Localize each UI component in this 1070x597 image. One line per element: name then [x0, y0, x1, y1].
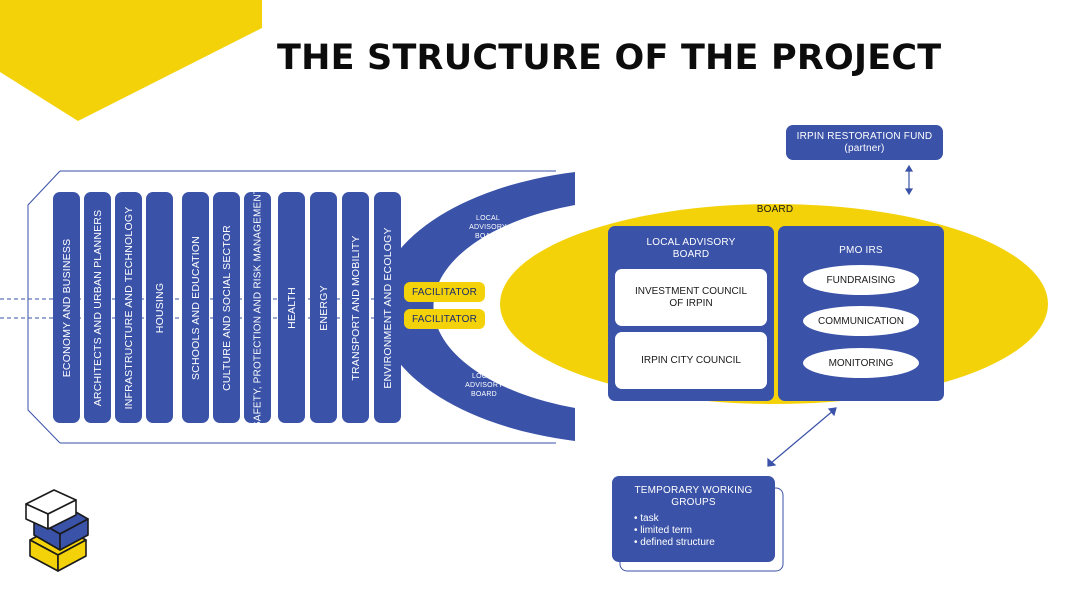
working-groups-properties: task limited term defined structure: [634, 513, 715, 549]
local-advisory-arc: [377, 172, 575, 441]
facilitator-badge-upper: FACILITATOR: [404, 282, 485, 302]
fund-name: IRPIN RESTORATION FUND: [796, 131, 933, 142]
sector-infrastructure: INFRASTRUCTURE AND TECHNOLOGY: [115, 192, 142, 423]
board-ellipse: [500, 204, 1048, 404]
sector-label: SCHOOLS AND EDUCATION: [189, 235, 202, 380]
sector-label: ARCHITECTS AND URBAN PLANNERS: [91, 209, 104, 406]
sector-architects: ARCHITECTS AND URBAN PLANNERS: [84, 192, 111, 423]
city-council-label: IRPIN CITY COUNCIL: [641, 354, 741, 366]
local-advisory-board-box: LOCAL ADVISORY BOARD INVESTMENT COUNCIL …: [608, 226, 774, 401]
property-item: task: [634, 513, 715, 525]
city-council-box: IRPIN CITY COUNCIL: [615, 332, 767, 389]
sector-safety: SAFETY, PROTECTION AND RISK MANAGEMENT: [244, 187, 271, 428]
page-title: THE STRUCTURE OF THE PROJECT: [277, 38, 942, 78]
communication-ellipse: COMMUNICATION: [803, 306, 919, 336]
fund-role: (partner): [844, 143, 885, 154]
fundraising-label: FUNDRAISING: [826, 274, 896, 286]
pmo-title: PMO IRS: [839, 245, 883, 256]
sector-schools: SCHOOLS AND EDUCATION: [182, 192, 209, 423]
sector-label: ECONOMY AND BUSINESS: [60, 238, 73, 377]
sector-health: HEALTH: [278, 192, 305, 423]
sector-transport: TRANSPORT AND MOBILITY: [342, 192, 369, 423]
arc-label-bottom: LOCAL ADVISORY BOARD: [465, 373, 503, 398]
monitoring-ellipse: MONITORING: [803, 348, 919, 378]
facilitator-badge-lower: FACILITATOR: [404, 309, 485, 329]
sector-housing: HOUSING: [146, 192, 173, 423]
sector-energy: ENERGY: [310, 192, 337, 423]
sector-label: ENERGY: [317, 284, 330, 331]
working-groups-box: TEMPORARY WORKING GROUPS task limited te…: [612, 476, 775, 562]
property-item: limited term: [634, 525, 715, 537]
monitoring-label: MONITORING: [828, 357, 894, 369]
corner-decoration: [0, 0, 262, 121]
investment-council-box: INVESTMENT COUNCIL OF IRPIN: [615, 269, 767, 326]
sector-label: CULTURE AND SOCIAL SECTOR: [220, 224, 233, 391]
arc-label-top: LOCAL ADVISORY BOARD: [469, 215, 507, 240]
property-item: defined structure: [634, 537, 715, 549]
sector-culture: CULTURE AND SOCIAL SECTOR: [213, 192, 240, 423]
sector-environment: ENVIRONMENT AND ECOLOGY: [374, 192, 401, 423]
investment-council-label: INVESTMENT COUNCIL OF IRPIN: [634, 285, 748, 309]
pmo-box: PMO IRS FUNDRAISING COMMUNICATION MONITO…: [778, 226, 944, 401]
board-label: BOARD: [756, 204, 794, 215]
fund-board-arrow: [904, 164, 914, 196]
sector-label: TRANSPORT AND MOBILITY: [349, 234, 362, 381]
fundraising-ellipse: FUNDRAISING: [803, 265, 919, 295]
sector-label: ENVIRONMENT AND ECOLOGY: [381, 226, 394, 389]
sector-label: SAFETY, PROTECTION AND RISK MANAGEMENT: [252, 187, 263, 428]
local-advisory-board-title: LOCAL ADVISORY BOARD: [646, 237, 736, 260]
board-groups-arrow: [767, 407, 837, 467]
communication-label: COMMUNICATION: [818, 315, 904, 327]
sectors-outline: [27, 170, 556, 444]
sector-label: HOUSING: [153, 282, 166, 333]
working-groups-title: TEMPORARY WORKING GROUPS: [634, 485, 753, 508]
restoration-fund-box: IRPIN RESTORATION FUND (partner): [786, 125, 943, 160]
logo-cubes-icon: [25, 489, 89, 572]
sector-label: HEALTH: [285, 286, 298, 329]
sector-economy-business: ECONOMY AND BUSINESS: [53, 192, 80, 423]
sector-label: INFRASTRUCTURE AND TECHNOLOGY: [122, 206, 135, 409]
